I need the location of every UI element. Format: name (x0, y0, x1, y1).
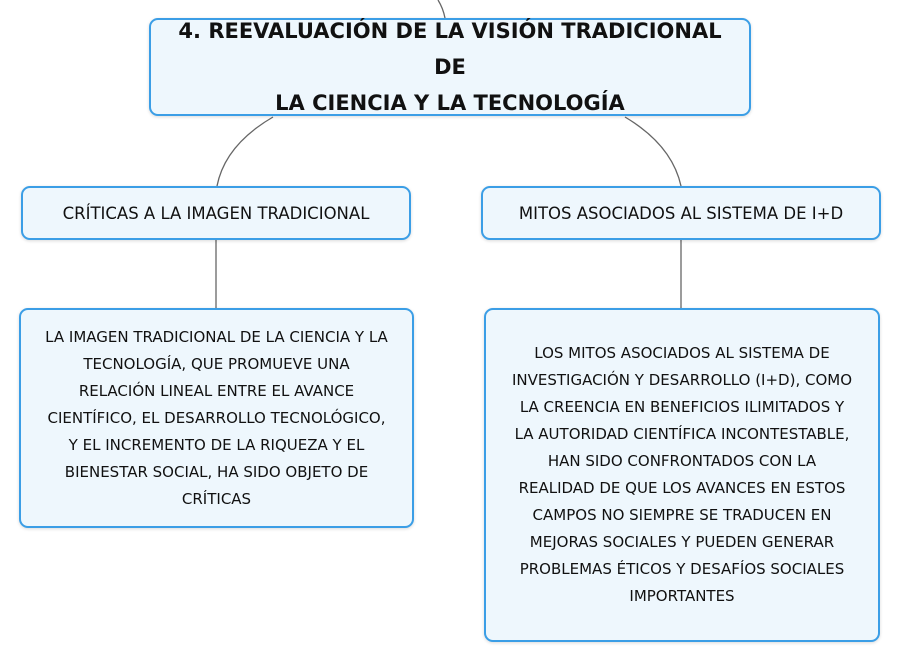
detail-line: LA IMAGEN TRADICIONAL DE LA CIENCIA Y LA (45, 327, 388, 346)
connector-main-to-right (624, 116, 682, 187)
detail-line: HAN SIDO CONFRONTADOS CON LA (547, 452, 817, 470)
detail-line: MEJORAS SOCIALES Y PUEDEN GENERAR (529, 533, 835, 551)
main-topic-line: 4. REEVALUACIÓN DE LA VISIÓN TRADICIONAL… (178, 19, 722, 79)
subtopic-label: MITOS ASOCIADOS AL SISTEMA DE I+D (518, 203, 844, 223)
detail-line: BIENESTAR SOCIAL, HA SIDO OBJETO DE (64, 462, 369, 481)
connector-main-to-left (216, 116, 274, 187)
detail-line: Y EL INCREMENTO DE LA RIQUEZA Y EL (68, 435, 365, 454)
main-topic-line: LA CIENCIA Y LA TECNOLOGÍA (275, 91, 625, 115)
detail-text: LA IMAGEN TRADICIONAL DE LA CIENCIA Y LA… (45, 324, 388, 513)
detail-node-criticas[interactable]: LA IMAGEN TRADICIONAL DE LA CIENCIA Y LA… (19, 308, 414, 528)
detail-line: PROBLEMAS ÉTICOS Y DESAFÍOS SOCIALES (519, 560, 845, 578)
detail-text: LOS MITOS ASOCIADOS AL SISTEMA DE INVEST… (512, 340, 852, 610)
main-topic-node[interactable]: 4. REEVALUACIÓN DE LA VISIÓN TRADICIONAL… (149, 18, 751, 116)
subtopic-node-mitos[interactable]: MITOS ASOCIADOS AL SISTEMA DE I+D (481, 186, 881, 240)
detail-line: LOS MITOS ASOCIADOS AL SISTEMA DE (534, 344, 830, 362)
detail-line: TECNOLOGÍA, QUE PROMUEVE UNA (83, 354, 350, 373)
detail-line: REALIDAD DE QUE LOS AVANCES EN ESTOS (518, 479, 846, 497)
detail-line: CRÍTICAS (181, 489, 252, 508)
subtopic-node-criticas[interactable]: CRÍTICAS A LA IMAGEN TRADICIONAL (21, 186, 411, 240)
subtopic-label: CRÍTICAS A LA IMAGEN TRADICIONAL (62, 203, 370, 223)
detail-line: INVESTIGACIÓN Y DESARROLLO (I+D), COMO (511, 371, 853, 389)
detail-line: CAMPOS NO SIEMPRE SE TRADUCEN EN (532, 506, 832, 524)
connector-incoming (437, 0, 446, 19)
detail-line: RELACIÓN LINEAL ENTRE EL AVANCE (78, 381, 355, 400)
detail-line: LA AUTORIDAD CIENTÍFICA INCONTESTABLE, (514, 425, 850, 443)
detail-node-mitos[interactable]: LOS MITOS ASOCIADOS AL SISTEMA DE INVEST… (484, 308, 880, 642)
main-topic-text: 4. REEVALUACIÓN DE LA VISIÓN TRADICIONAL… (165, 13, 735, 121)
detail-line: LA CREENCIA EN BENEFICIOS ILIMITADOS Y (519, 398, 845, 416)
detail-line: IMPORTANTES (629, 587, 735, 605)
detail-line: CIENTÍFICO, EL DESARROLLO TECNOLÓGICO, (47, 408, 386, 427)
